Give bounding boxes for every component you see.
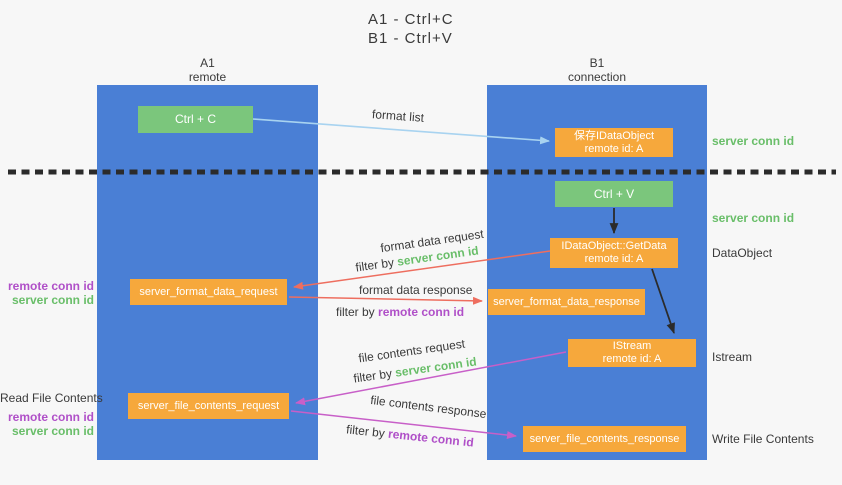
title-line-2: B1 - Ctrl+V: [368, 30, 453, 47]
title-line-1: A1 - Ctrl+C: [368, 11, 454, 28]
right-istream-label: Istream: [712, 350, 753, 364]
right-server-conn-id-1: server conn id: [712, 134, 795, 148]
column-header-a1: A1 remote: [97, 56, 318, 84]
left-server-conn-id-2: server conn id: [11, 424, 94, 438]
node-ctrl-v: Ctrl + V: [555, 181, 673, 207]
node-server-file-contents-request: server_file_contents_request: [128, 393, 289, 419]
node-idataobject-getdata-line2: remote id: A: [584, 253, 644, 265]
column-a1-name: A1: [200, 56, 215, 70]
node-save-idataobject: 保存IDataObject remote id: A: [555, 128, 673, 157]
node-idataobject-getdata: IDataObject::GetData remote id: A: [550, 238, 678, 268]
filter-by-text: filter by: [354, 255, 395, 275]
right-server-conn-id-2: server conn id: [712, 211, 795, 225]
left-server-conn-id-1: server conn id: [11, 293, 94, 307]
left-remote-conn-id-1: remote conn id: [7, 279, 94, 293]
node-save-idataobject-line2: remote id: A: [584, 142, 644, 155]
remote-conn-id-text: remote conn id: [387, 426, 475, 450]
node-istream: IStream remote id: A: [568, 339, 696, 367]
right-dataobject-label: DataObject: [712, 246, 773, 260]
right-write-file-contents: Write File Contents: [712, 432, 814, 446]
label-filter-by-remote-conn-id-1: filter by remote conn id: [336, 305, 464, 319]
filter-by-text: filter by: [352, 366, 393, 386]
column-header-b1: B1 connection: [487, 56, 707, 84]
node-server-format-data-request: server_format_data_request: [130, 279, 287, 305]
label-filter-by-remote-conn-id-2: filter by remote conn id: [346, 422, 475, 449]
diagram-title: A1 - Ctrl+C B1 - Ctrl+V: [368, 10, 454, 48]
filter-by-text: filter by: [336, 305, 375, 319]
left-conn-id-labels-file: remote conn id server conn id: [0, 410, 94, 438]
node-ctrl-c: Ctrl + C: [138, 106, 253, 133]
column-b1-subtitle: connection: [567, 70, 627, 84]
node-save-idataobject-line1: 保存IDataObject: [573, 129, 655, 142]
left-remote-conn-id-2: remote conn id: [7, 410, 94, 424]
node-istream-line2: remote id: A: [602, 353, 662, 365]
label-file-contents-response: file contents response: [369, 392, 488, 422]
label-format-list: format list: [371, 107, 425, 125]
node-idataobject-getdata-line1: IDataObject::GetData: [561, 240, 667, 252]
node-server-file-contents-response: server_file_contents_response: [523, 426, 686, 452]
remote-conn-id-text: remote conn id: [378, 305, 465, 319]
column-a1-subtitle: remote: [188, 70, 227, 84]
column-b1-name: B1: [589, 56, 605, 70]
left-read-file-contents: Read File Contents: [0, 391, 103, 405]
label-format-data-response: format data response: [359, 283, 473, 297]
filter-by-text: filter by: [345, 422, 386, 441]
node-istream-line1: IStream: [612, 340, 652, 352]
left-conn-id-labels-format: remote conn id server conn id: [0, 279, 94, 307]
node-server-format-data-response: server_format_data_response: [488, 289, 645, 315]
